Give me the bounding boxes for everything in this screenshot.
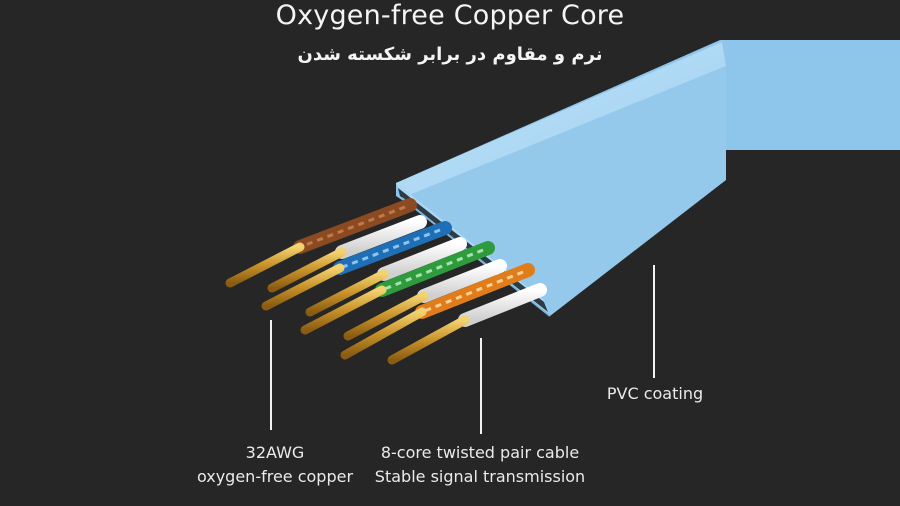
page-subtitle: نرم و مقاوم در برابر شکسته شدن	[297, 44, 603, 65]
copper-gauge-text: 32AWG	[245, 443, 305, 462]
wire-white-4	[458, 283, 547, 327]
wire-green	[375, 241, 495, 297]
copper-label: 32AWG oxygen-free copper	[185, 441, 365, 489]
signal-text: Stable signal transmission	[374, 467, 586, 486]
wire-white-1	[335, 215, 427, 259]
pvc-coating-text: PVC coating	[606, 384, 704, 403]
twisted-pair-label: 8-core twisted pair cable Stable signal …	[360, 441, 600, 489]
wire-white-3	[417, 259, 507, 303]
twisted-pair-text: 8-core twisted pair cable	[380, 443, 580, 462]
pvc-coating-label: PVC coating	[590, 382, 720, 406]
copper-material-text: oxygen-free copper	[196, 467, 354, 486]
wire-blue	[333, 221, 452, 275]
copper-conductors	[225, 242, 470, 365]
wire-bundle	[293, 198, 547, 327]
wire-white-2	[377, 237, 467, 281]
wire-orange	[415, 263, 535, 319]
wire-brown	[293, 198, 417, 254]
page-title: Oxygen-free Copper Core	[275, 0, 625, 31]
